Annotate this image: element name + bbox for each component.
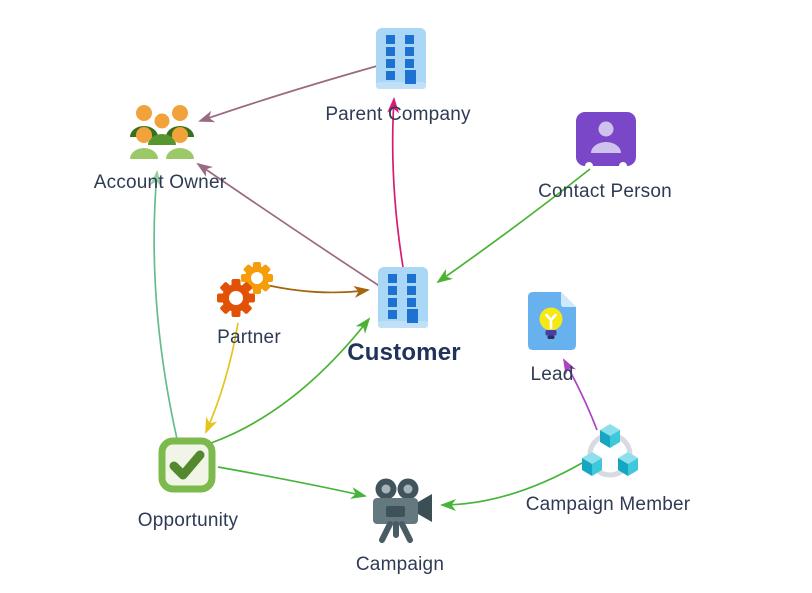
node-label-campaign: Campaign xyxy=(355,554,445,575)
node-label-parent-company: Parent Company xyxy=(325,104,471,125)
edge-partner-to-customer xyxy=(261,283,370,298)
edge-campaign-member-to-lead xyxy=(563,358,598,431)
node-label-contact-person: Contact Person xyxy=(538,181,672,202)
node-label-opportunity: Opportunity xyxy=(137,510,239,531)
checkbox-icon[interactable] xyxy=(158,437,216,493)
person-card-icon[interactable] xyxy=(576,112,636,170)
node-label-customer: Customer xyxy=(347,339,461,366)
edge-contact-person-to-customer xyxy=(436,168,591,284)
people-group-icon[interactable] xyxy=(126,103,198,163)
edge-customer-to-account-owner xyxy=(196,162,382,288)
edge-partner-to-opportunity xyxy=(205,322,239,434)
video-camera-icon[interactable] xyxy=(365,477,435,543)
node-label-lead: Lead xyxy=(530,364,574,385)
building-icon[interactable] xyxy=(376,267,430,331)
node-label-campaign-member: Campaign Member xyxy=(525,494,691,515)
edge-campaign-member-to-campaign xyxy=(440,462,583,511)
edge-parent-company-to-account-owner xyxy=(198,65,378,123)
edge-opportunity-to-customer xyxy=(210,317,371,444)
edge-customer-to-parent-company xyxy=(387,97,404,268)
edge-opportunity-to-account-owner xyxy=(149,170,178,440)
building-icon[interactable] xyxy=(374,28,428,92)
node-label-account-owner: Account Owner xyxy=(93,172,227,193)
cubes-icon[interactable] xyxy=(578,420,642,484)
gears-icon[interactable] xyxy=(212,253,282,323)
edge-opportunity-to-campaign xyxy=(217,466,367,499)
node-label-partner: Partner xyxy=(217,327,281,348)
document-bulb-icon[interactable] xyxy=(526,290,578,352)
